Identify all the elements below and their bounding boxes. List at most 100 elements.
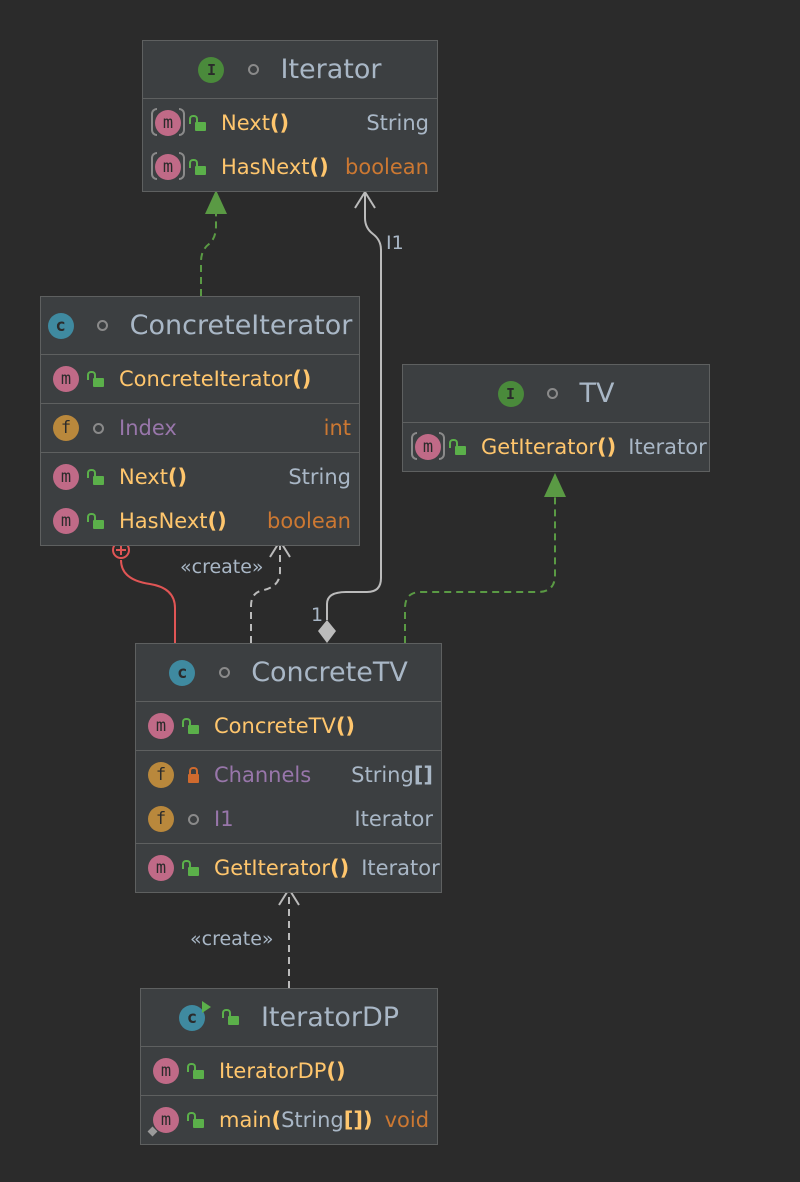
method-row[interactable]: m GetIterator() Iterator — [403, 425, 709, 469]
method-name: Next() — [119, 465, 188, 489]
public-lock-icon — [181, 717, 202, 734]
field-icon: f — [148, 806, 174, 832]
method-row[interactable]: m GetIterator() Iterator — [136, 846, 441, 890]
methods-section: m main(String[]) void — [141, 1096, 437, 1144]
return-type: String — [288, 465, 351, 489]
field-icon: f — [53, 415, 79, 441]
public-lock-icon — [86, 512, 107, 529]
class-header: I TV — [403, 365, 709, 423]
method-row[interactable]: m main(String[]) void — [141, 1098, 437, 1142]
method-name: IteratorDP() — [219, 1059, 346, 1083]
public-lock-icon — [186, 1062, 207, 1079]
method-icon: m — [148, 713, 174, 739]
interface-icon: I — [198, 56, 225, 83]
class-box-iterator[interactable]: I Iterator m Next() String m HasNext() b… — [142, 40, 438, 192]
method-name: ConcreteIterator() — [119, 367, 312, 391]
constructors-section: m IteratorDP() — [141, 1047, 437, 1096]
package-visibility-icon — [94, 320, 112, 331]
method-name: HasNext() — [221, 155, 329, 179]
methods-section: m GetIterator() Iterator — [403, 423, 709, 471]
constructors-section: m ConcreteIterator() — [41, 355, 359, 404]
field-row[interactable]: f Channels String[] — [136, 753, 441, 797]
constructor-row[interactable]: m IteratorDP() — [141, 1049, 437, 1093]
method-row[interactable]: m HasNext() boolean — [41, 499, 359, 543]
edge-label-multiplicity: 1 — [311, 604, 324, 626]
realization-arrowhead — [544, 473, 566, 497]
public-lock-icon — [86, 370, 107, 387]
constructors-section: m ConcreteTV() — [136, 702, 441, 751]
class-box-tv[interactable]: I TV m GetIterator() Iterator — [402, 364, 710, 472]
method-name: Next() — [221, 111, 290, 135]
public-lock-icon — [222, 1009, 243, 1025]
public-lock-icon — [186, 1111, 207, 1128]
method-name: GetIterator() — [214, 856, 350, 880]
class-name: ConcreteIterator — [129, 310, 353, 341]
package-visibility-icon — [184, 813, 202, 825]
method-icon: m — [53, 464, 79, 490]
interface-icon: I — [497, 380, 524, 407]
method-name: ConcreteTV() — [214, 714, 356, 738]
edge-concreteiterator-implements-iterator — [200, 190, 227, 296]
method-icon: m — [148, 855, 174, 881]
class-box-iteratordp[interactable]: c IteratorDP m IteratorDP() m main(Strin… — [140, 988, 438, 1145]
public-lock-icon — [86, 468, 107, 485]
package-visibility-icon — [89, 422, 107, 434]
class-name: TV — [579, 378, 615, 409]
class-header: c IteratorDP — [141, 989, 437, 1047]
constructor-row[interactable]: m ConcreteTV() — [136, 704, 441, 748]
methods-section: m GetIterator() Iterator — [136, 844, 441, 892]
class-header: c ConcreteIterator — [41, 297, 359, 355]
field-name: I1 — [214, 807, 234, 831]
return-type: void — [384, 1108, 430, 1132]
fields-section: f Channels String[] f I1 Iterator — [136, 751, 441, 844]
constructor-row[interactable]: m ConcreteIterator() — [41, 357, 359, 401]
abstract-method-icon: m — [151, 152, 185, 180]
class-name: Iterator — [280, 54, 382, 85]
class-box-concreteiterator[interactable]: c ConcreteIterator m ConcreteIterator() … — [40, 296, 360, 546]
edge-concreteiterator-inner-of-concretetv — [112, 541, 176, 643]
class-header: I Iterator — [143, 41, 437, 99]
edge-label-create-concretetv: «create» — [190, 928, 274, 950]
field-type: int — [323, 416, 351, 440]
method-row[interactable]: m Next() String — [41, 455, 359, 499]
field-name: Index — [119, 416, 177, 440]
return-type: Iterator — [628, 435, 707, 459]
class-icon: c — [169, 659, 196, 686]
class-name: ConcreteTV — [251, 657, 408, 688]
abstract-method-icon: m — [411, 432, 445, 460]
method-signature: main(String[]) — [219, 1108, 373, 1132]
private-lock-icon — [184, 766, 202, 783]
edge-iteratordp-creates-concretetv — [278, 887, 300, 988]
class-name: IteratorDP — [260, 1002, 400, 1033]
methods-section: m Next() String m HasNext() boolean — [41, 453, 359, 545]
static-method-icon: m — [153, 1107, 179, 1133]
field-type: String[] — [351, 763, 433, 787]
field-row[interactable]: f Index int — [41, 406, 359, 450]
field-name: Channels — [214, 763, 312, 787]
runnable-class-icon: c — [178, 1000, 211, 1031]
package-visibility-icon — [215, 667, 233, 678]
class-icon: c — [47, 312, 74, 339]
edge-label-i1: I1 — [386, 232, 404, 254]
public-lock-icon — [188, 114, 209, 131]
field-row[interactable]: f I1 Iterator — [136, 797, 441, 841]
package-visibility-icon — [544, 388, 562, 399]
public-lock-icon — [188, 158, 209, 175]
public-lock-icon — [181, 859, 202, 876]
method-name: HasNext() — [119, 509, 227, 533]
return-type: String — [366, 111, 429, 135]
class-box-concretetv[interactable]: c ConcreteTV m ConcreteTV() f Channels S… — [135, 643, 442, 893]
return-type: boolean — [267, 509, 351, 533]
edge-concretetv-i1-iterator — [318, 190, 382, 643]
method-icon: m — [153, 1058, 179, 1084]
method-row[interactable]: m HasNext() boolean — [143, 145, 437, 189]
return-type: boolean — [345, 155, 429, 179]
method-row[interactable]: m Next() String — [143, 101, 437, 145]
method-icon: m — [53, 366, 79, 392]
return-type: Iterator — [361, 856, 440, 880]
realization-arrowhead — [205, 190, 227, 214]
methods-section: m Next() String m HasNext() boolean — [143, 99, 437, 191]
edge-label-create-concreteiterator: «create» — [180, 556, 264, 578]
public-lock-icon — [448, 438, 469, 455]
